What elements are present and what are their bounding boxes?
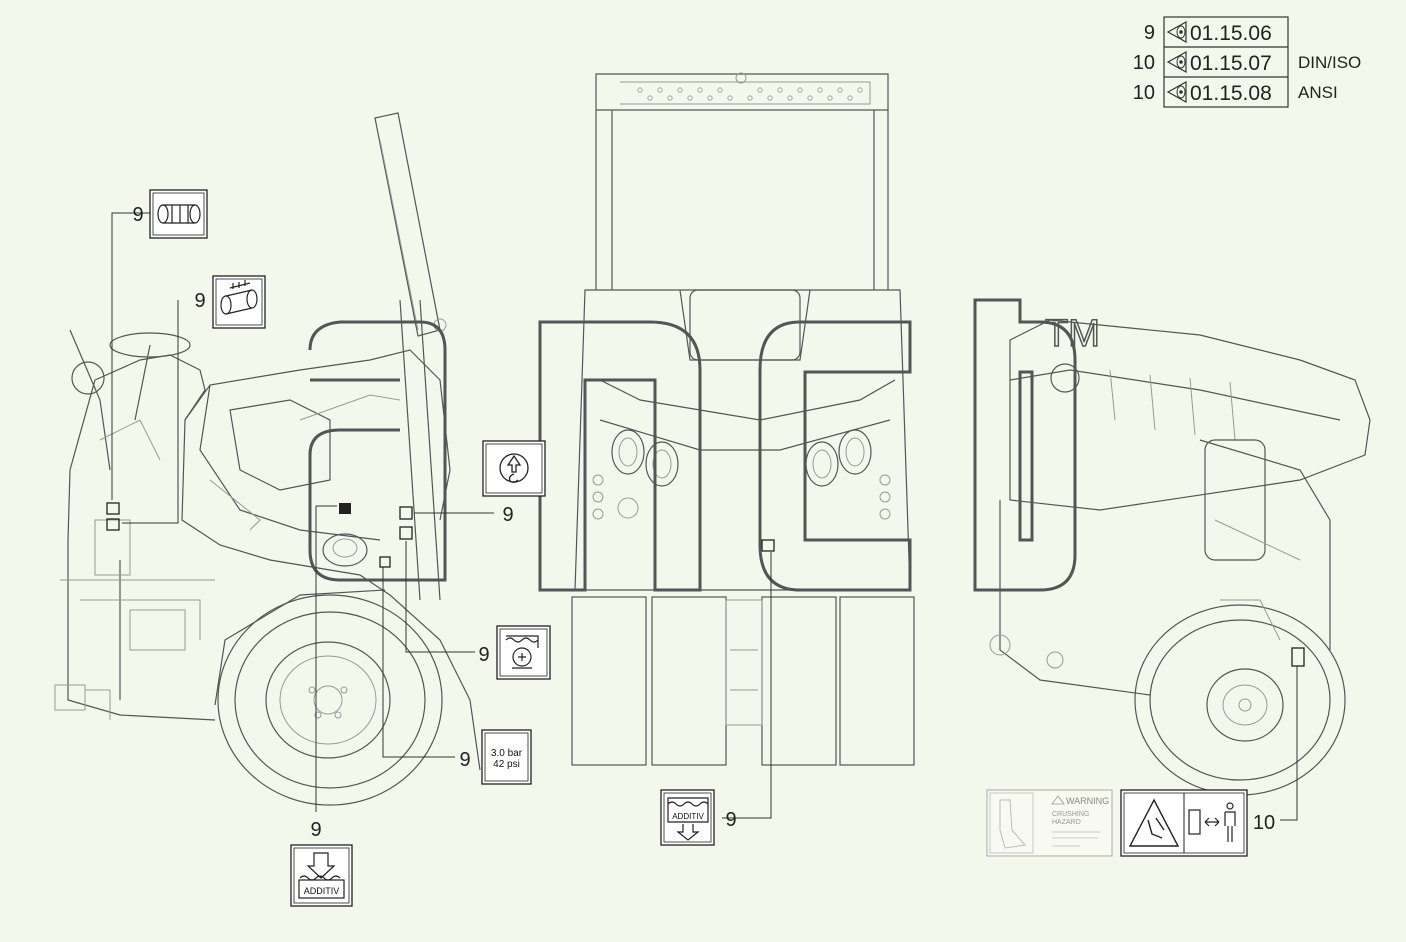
legend-qty: 9 xyxy=(1144,22,1155,44)
legend-code[interactable]: 01.15.06 xyxy=(1190,22,1272,45)
decal-drum-lubrication[interactable] xyxy=(212,275,266,329)
callout-number[interactable]: 9 xyxy=(502,504,513,526)
left-decal-markers xyxy=(106,502,413,568)
legend-note: DIN/ISO xyxy=(1298,53,1361,72)
drum-spray-icon xyxy=(220,280,258,315)
rops-dots xyxy=(637,87,863,101)
decal-additive-center[interactable]: ADDITIV xyxy=(660,789,715,846)
callout-number[interactable]: 9 xyxy=(478,644,489,666)
decal-lifting-point[interactable] xyxy=(482,440,546,497)
eye-icon xyxy=(1166,50,1187,74)
decal-rollers[interactable] xyxy=(149,189,208,239)
additive-label: ADDITIV xyxy=(304,886,340,896)
warning-title: WARNING xyxy=(1066,796,1109,806)
pressure-psi: 42 psi xyxy=(493,759,520,770)
legend-qty: 10 xyxy=(1133,82,1155,104)
callout-number[interactable]: 10 xyxy=(1253,812,1275,834)
watermark-tm: TM xyxy=(1045,313,1100,355)
additive-arrow-icon xyxy=(667,797,709,841)
watermark xyxy=(308,298,1077,592)
decal-additive-left[interactable]: ADDITIV xyxy=(290,844,353,907)
warning-line-2: HAZARD xyxy=(1052,819,1081,826)
additive-label: ADDITIV xyxy=(672,812,704,821)
legend-code[interactable]: 01.15.08 xyxy=(1190,82,1272,105)
eye-icon xyxy=(1166,80,1187,104)
decal-warning-ansi[interactable]: WARNING CRUSHING HAZARD xyxy=(986,789,1113,857)
crushing-hazard-icon xyxy=(1128,798,1180,847)
legend-row: 10 01.15.07 DIN/ISO xyxy=(1133,50,1361,75)
eye-icon xyxy=(1166,20,1187,44)
decal-crushing-iso[interactable] xyxy=(1120,789,1248,857)
legend-row: 10 01.15.08 ANSI xyxy=(1133,80,1338,105)
hydraulic-drum-icon xyxy=(505,635,539,669)
keep-distance-icon xyxy=(1188,802,1236,842)
part-legend: 9 01.15.06 10 01.15.07 DIN/ISO 10 xyxy=(1133,16,1361,108)
roller-front-view xyxy=(571,72,915,766)
additive-arrow-icon xyxy=(298,852,345,899)
warning-line-1: CRUSHING xyxy=(1052,811,1089,818)
legend-qty: 10 xyxy=(1133,52,1155,74)
legend-row: 9 01.15.06 xyxy=(1144,20,1272,45)
roller-side-view xyxy=(54,112,481,806)
callout-number[interactable]: 9 xyxy=(310,819,321,841)
pressure-bar: 3.0 bar xyxy=(491,748,523,759)
rollers-icon xyxy=(157,204,201,224)
right-decal-marker xyxy=(1291,647,1305,667)
decal-hydraulic-tank[interactable] xyxy=(496,625,551,680)
center-decal-marker xyxy=(761,539,775,552)
lifting-hook-icon xyxy=(499,453,529,483)
callout-number[interactable]: 9 xyxy=(194,290,205,312)
legend-code[interactable]: 01.15.07 xyxy=(1190,52,1272,75)
warning-triangle-icon xyxy=(1051,795,1065,805)
callout-number[interactable]: 9 xyxy=(132,204,143,226)
leader-lines xyxy=(111,212,1298,821)
legend-note: ANSI xyxy=(1298,83,1338,102)
callout-number[interactable]: 9 xyxy=(459,749,470,771)
decal-tire-pressure[interactable]: 3.0 bar 42 psi xyxy=(481,729,532,785)
callout-number[interactable]: 9 xyxy=(725,809,736,831)
roller-rear-view xyxy=(989,319,1371,796)
